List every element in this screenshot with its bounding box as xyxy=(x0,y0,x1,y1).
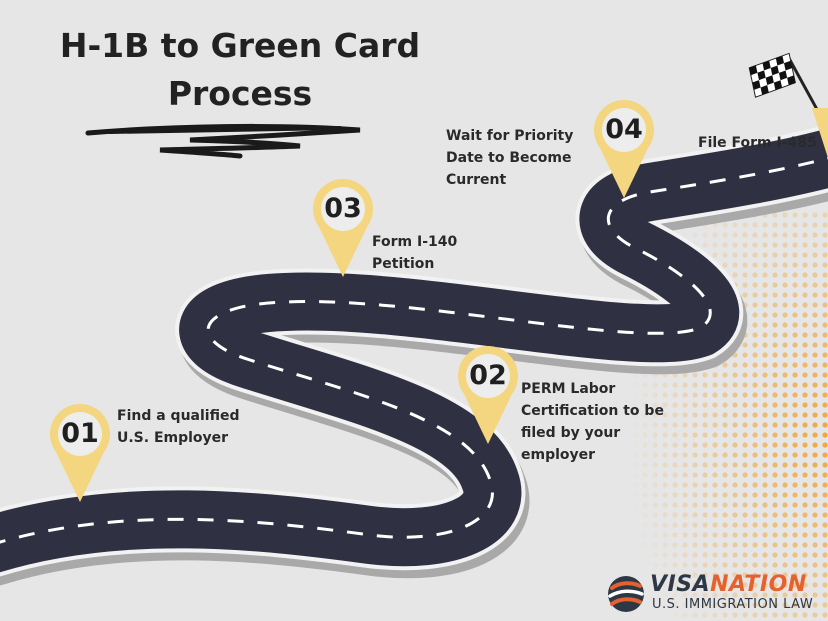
logo-brand: VISANATION xyxy=(650,572,807,597)
brush-stroke-detail xyxy=(108,126,342,134)
step-02-number: 02 xyxy=(469,360,507,391)
location-pin-icon xyxy=(458,346,518,444)
page-title: H-1B to Green Card Process xyxy=(30,22,450,118)
step-04-number: 04 xyxy=(605,114,643,145)
logo-brand-b: NATION xyxy=(710,572,807,597)
final-step-text: File Form I-485 xyxy=(698,135,817,151)
location-pin-icon xyxy=(594,100,654,198)
step-03-text: Form I-140 Petition xyxy=(372,231,457,275)
logo-tagline: U.S. IMMIGRATION LAW xyxy=(652,597,814,612)
location-pin-icon xyxy=(50,404,110,502)
step-02-line-3: filed by your xyxy=(521,425,621,441)
step-03-line-1: Form I-140 xyxy=(372,234,458,250)
step-02-line-2: Certification to be xyxy=(521,403,664,419)
step-01-number: 01 xyxy=(61,418,99,449)
title-line-2: Process xyxy=(167,74,313,113)
step-04-line-1: Wait for Priority xyxy=(446,128,574,144)
step-01-pin: 01 xyxy=(48,402,112,502)
step-04-line-3: Current xyxy=(446,172,507,188)
step-03-number: 03 xyxy=(324,193,362,224)
road-center-dashes xyxy=(0,156,828,544)
step-01-line-2: U.S. Employer xyxy=(117,430,229,446)
step-01-line-1: Find a qualified xyxy=(117,408,240,424)
visanation-logo-icon xyxy=(608,576,644,612)
step-03-pin: 03 xyxy=(311,177,375,277)
logo-brand-a: VISA xyxy=(650,572,711,597)
step-02-line-1: PERM Labor xyxy=(521,381,616,397)
step-01-text: Find a qualified U.S. Employer xyxy=(117,405,239,449)
step-04-text: Wait for Priority Date to Become Current xyxy=(446,125,573,191)
step-02-text: PERM Labor Certification to be filed by … xyxy=(521,378,664,466)
step-04-line-2: Date to Become xyxy=(446,150,572,166)
step-02-line-4: employer xyxy=(521,447,596,463)
checkered-flag-icon xyxy=(748,52,819,112)
step-03-line-2: Petition xyxy=(372,256,435,272)
brush-stroke xyxy=(85,123,361,159)
location-pin-icon xyxy=(812,108,828,158)
step-04-pin: 04 xyxy=(592,98,656,198)
visanation-logo: VISANATION U.S. IMMIGRATION LAW xyxy=(606,572,816,616)
step-02-pin: 02 xyxy=(456,344,520,444)
title-line-1: H-1B to Green Card xyxy=(59,26,421,65)
location-pin-icon xyxy=(313,179,373,277)
